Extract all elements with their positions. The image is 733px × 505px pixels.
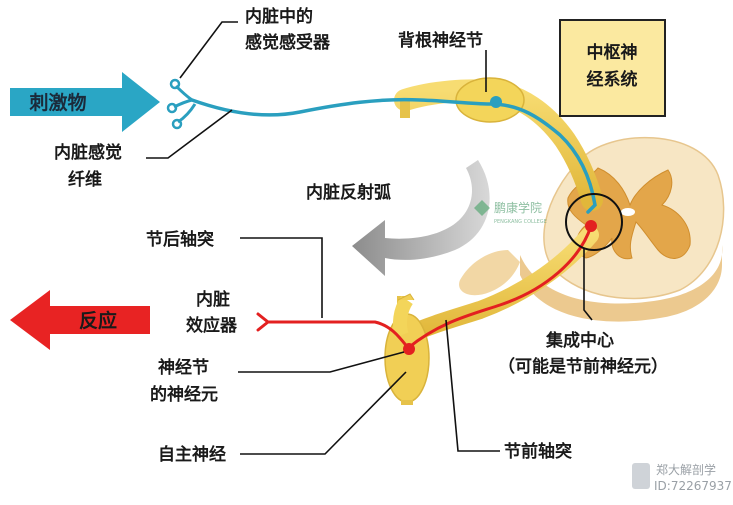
preganglionic-neuron-note: （可能是节前神经元） — [498, 356, 668, 377]
watermark-text: 鹏康学院 — [494, 200, 542, 215]
visceral-sensory-fiber-label-line2: 纤维 — [68, 169, 102, 190]
autonomic-nerve-label: 自主神经 — [158, 444, 226, 465]
watermark-subtext: PENGKANG COLLEGE — [494, 219, 547, 225]
leader-lines — [146, 21, 593, 455]
visceral-receptor-label-line1: 内脏中的 — [245, 6, 313, 27]
visceral-receptor-label-line2: 感觉感受器 — [245, 32, 331, 53]
motor-fibers — [256, 220, 597, 355]
ganglion-neuron-label-line2: 的神经元 — [150, 384, 218, 405]
credit-logo-icon — [632, 463, 650, 489]
visceral-sensory-fiber — [166, 78, 597, 214]
integration-neuron-soma — [585, 220, 597, 232]
visceral-effector-label-line2: 效应器 — [186, 315, 238, 336]
watermark-logo-icon — [474, 200, 490, 216]
cns-box: 中枢神 经系统 — [559, 19, 666, 117]
integration-center-label: 集成中心 — [545, 330, 614, 351]
dorsal-root-ganglion-label: 背根神经节 — [398, 30, 483, 51]
stimulus-label: 刺激物 — [29, 91, 86, 114]
reflex-arc-arrow — [352, 160, 490, 276]
response-label: 反应 — [79, 309, 117, 332]
cns-label-line2: 经系统 — [587, 69, 638, 90]
postganglionic-axon-label: 节后轴突 — [146, 229, 214, 250]
cns-label-line1: 中枢神 — [587, 42, 638, 63]
preganglionic-axon-label: 节前轴突 — [504, 441, 572, 462]
dorsal-root-nerve — [394, 77, 603, 211]
watermark: 鹏康学院 PENGKANG COLLEGE — [474, 200, 547, 225]
ganglion-neuron-label-line1: 神经节 — [158, 357, 209, 378]
visceral-effector-label-line1: 内脏 — [196, 289, 230, 310]
response-arrow: 反应 — [10, 290, 150, 350]
stimulus-arrow: 刺激物 — [10, 72, 160, 132]
credit-line2: ID:72267937 — [654, 479, 732, 493]
visceral-sensory-fiber-label-line1: 内脏感觉 — [54, 142, 122, 163]
integration-center-circle — [565, 193, 623, 251]
credit-line1: 郑大解剖学 — [656, 462, 716, 477]
credit-badge: 郑大解剖学 ID:72267937 — [632, 462, 732, 493]
visceral-reflex-arc-label: 内脏反射弧 — [306, 182, 391, 203]
